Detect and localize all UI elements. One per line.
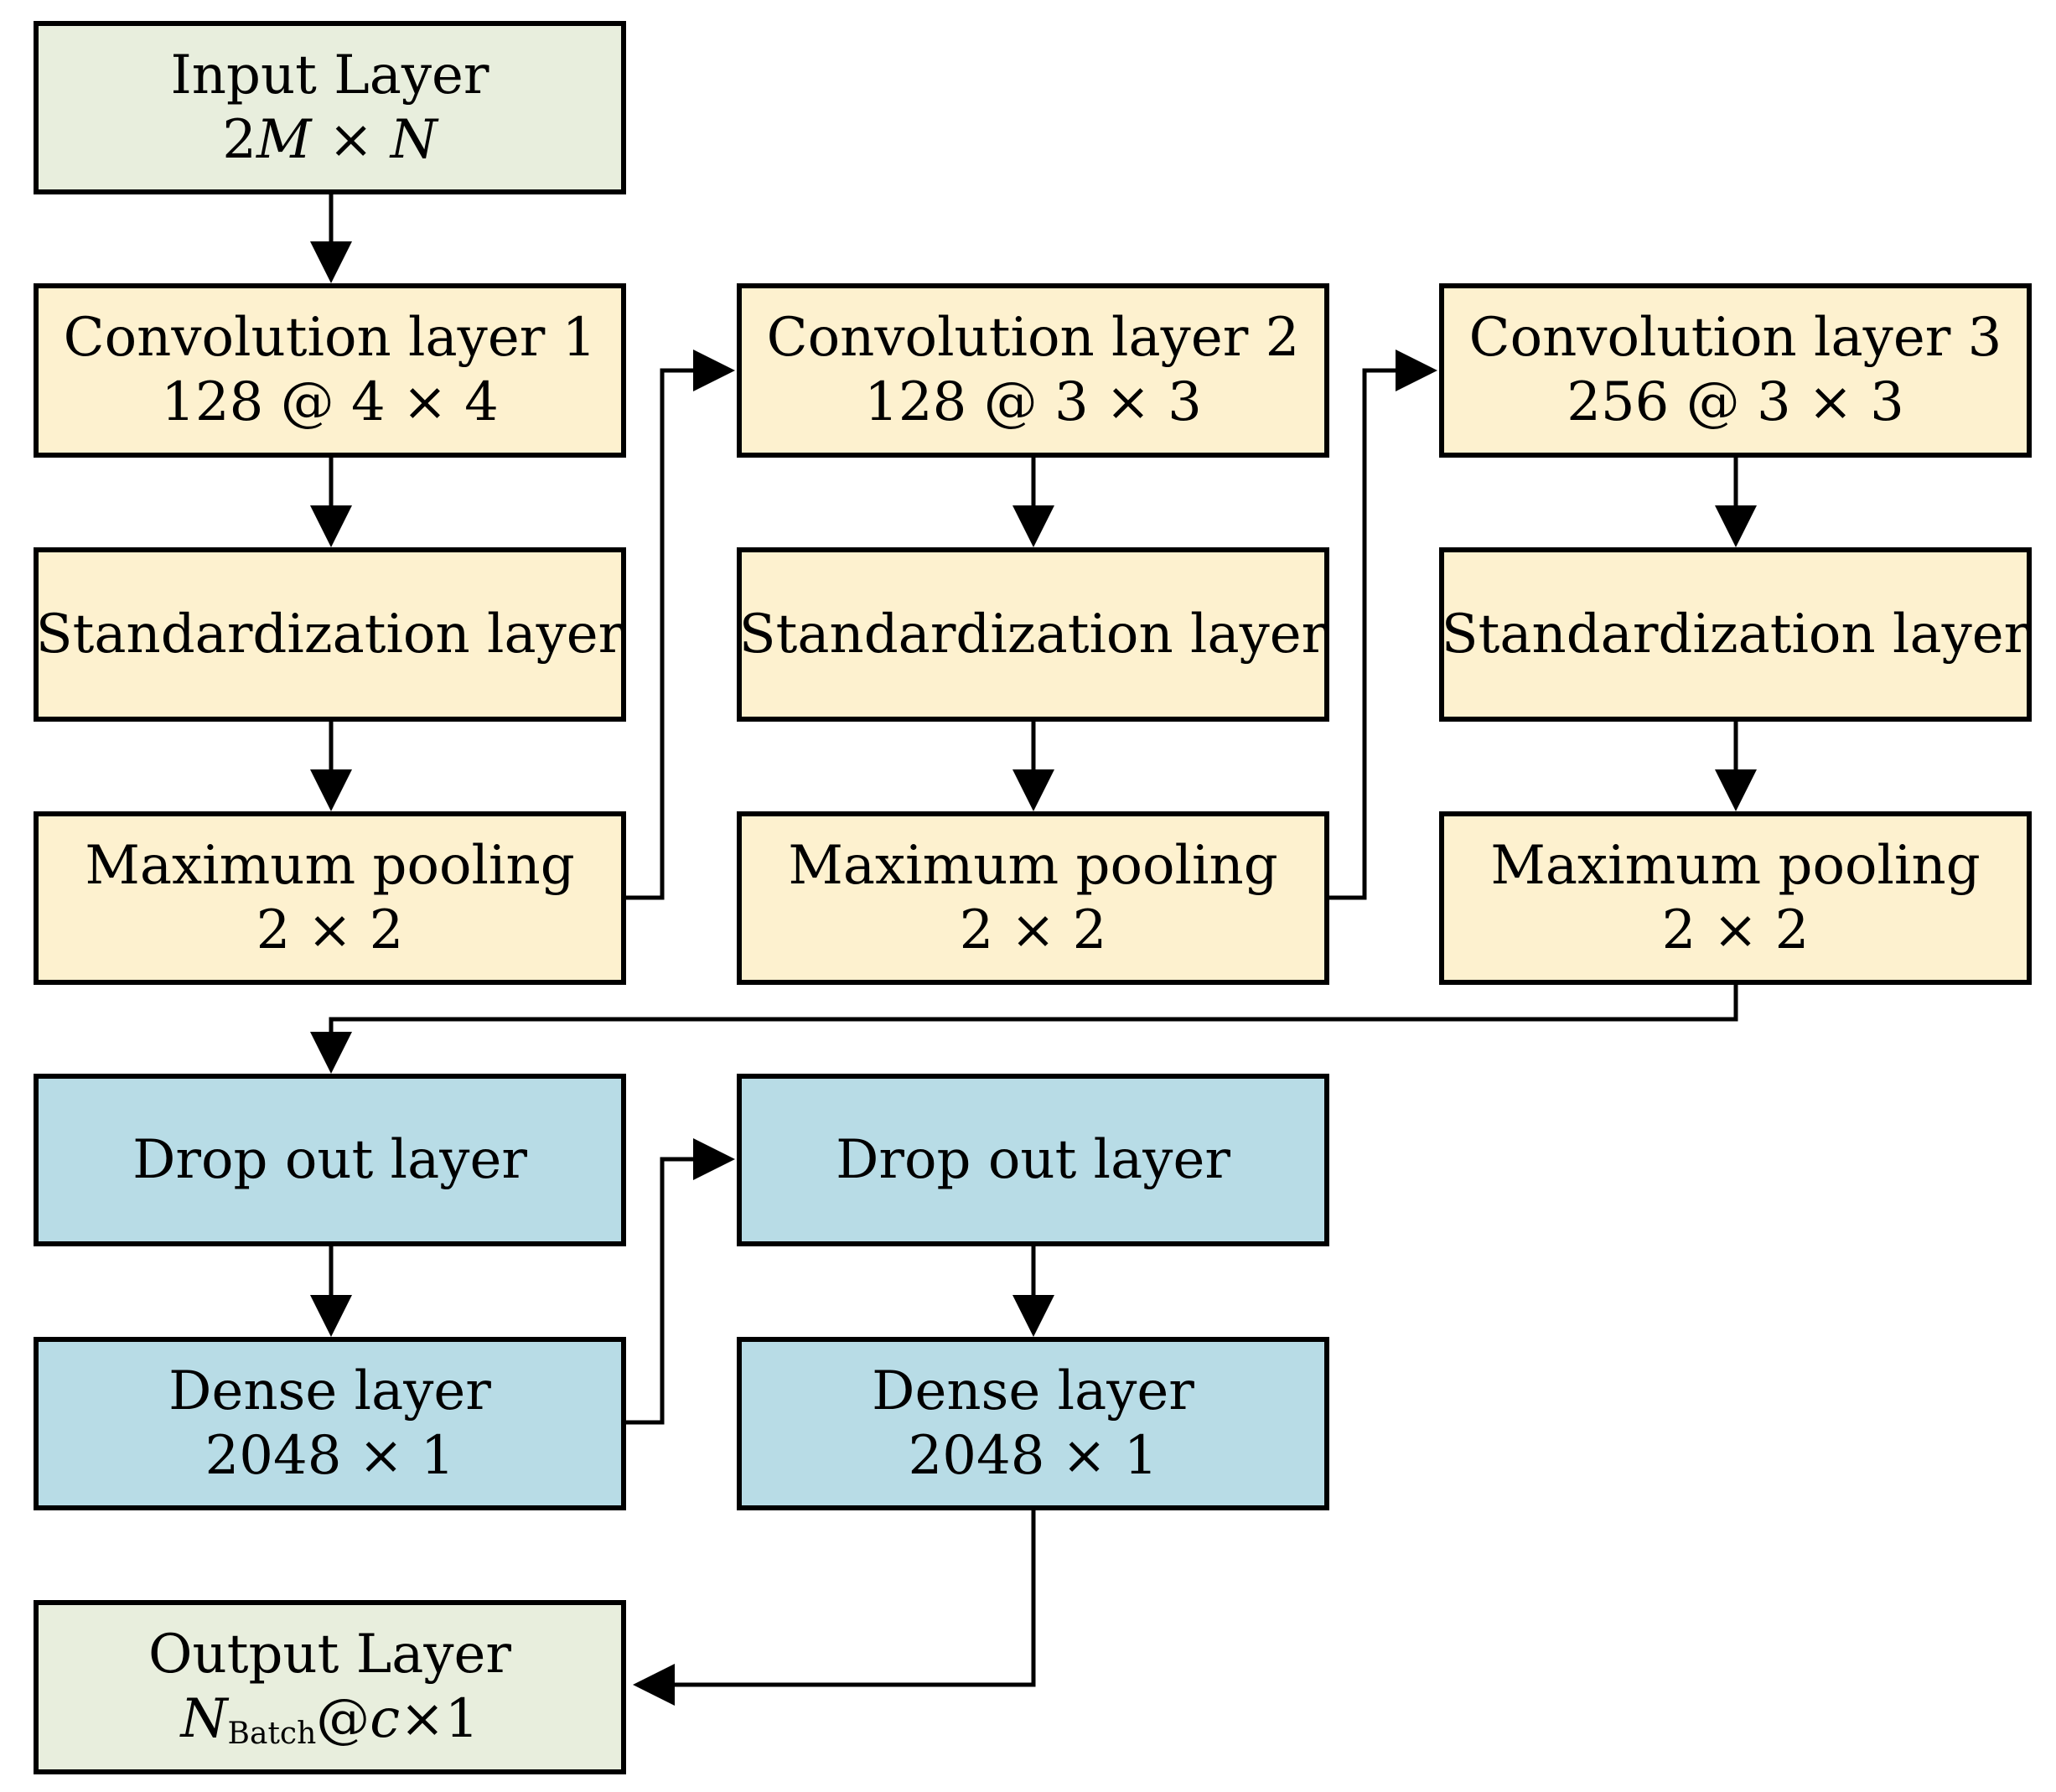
dense-layer-2-title: Dense layer — [872, 1360, 1194, 1422]
arrow-pool2-to-conv3 — [1327, 350, 1437, 900]
dropout-layer-1-title: Drop out layer — [132, 1128, 527, 1191]
standardization-layer-2-title: Standardization layer — [738, 603, 1328, 666]
arrow-pool1-to-conv2 — [624, 350, 735, 900]
max-pooling-1-box: Maximum pooling 2 × 2 — [34, 811, 626, 985]
max-pooling-3-spec: 2 × 2 — [1661, 899, 1810, 961]
dense-layer-1-spec: 2048 × 1 — [205, 1424, 455, 1487]
conv-layer-2-box: Convolution layer 2 128 @ 3 × 3 — [737, 283, 1329, 458]
output-layer-box: Output Layer NBatch@c×1 — [34, 1600, 626, 1774]
conv-layer-3-title: Convolution layer 3 — [1468, 307, 2002, 370]
max-pooling-2-title: Maximum pooling — [788, 834, 1278, 897]
max-pooling-1-spec: 2 × 2 — [256, 899, 404, 961]
conv-layer-1-spec: 128 @ 4 × 4 — [161, 371, 499, 433]
dense-layer-2-spec: 2048 × 1 — [908, 1424, 1158, 1487]
conv-layer-1-title: Convolution layer 1 — [63, 307, 597, 370]
conv-layer-3-spec: 256 @ 3 × 3 — [1567, 371, 1904, 433]
output-layer-spec: NBatch@c×1 — [180, 1687, 479, 1751]
max-pooling-2-spec: 2 × 2 — [959, 899, 1107, 961]
dense-layer-1-box: Dense layer 2048 × 1 — [34, 1337, 626, 1510]
standardization-layer-3-box: Standardization layer — [1439, 547, 2032, 722]
standardization-layer-1-title: Standardization layer — [35, 603, 624, 666]
dropout-layer-1-box: Drop out layer — [34, 1074, 626, 1246]
standardization-layer-3-title: Standardization layer — [1441, 603, 2030, 666]
input-layer-dims: 2M × N — [222, 108, 438, 171]
dropout-layer-2-title: Drop out layer — [836, 1128, 1230, 1191]
arrow-dense1-to-dropout2 — [624, 1138, 735, 1425]
dropout-layer-2-box: Drop out layer — [737, 1074, 1329, 1246]
output-layer-title: Output Layer — [148, 1624, 511, 1686]
arrow-dense2-to-output — [633, 1509, 1036, 1706]
dense-layer-1-title: Dense layer — [168, 1360, 491, 1422]
input-layer-box: Input Layer 2M × N — [34, 21, 626, 194]
max-pooling-2-box: Maximum pooling 2 × 2 — [737, 811, 1329, 985]
max-pooling-3-box: Maximum pooling 2 × 2 — [1439, 811, 2032, 985]
standardization-layer-1-box: Standardization layer — [34, 547, 626, 722]
arrow-pool3-to-dropout1 — [310, 982, 1738, 1074]
max-pooling-3-title: Maximum pooling — [1490, 834, 1981, 897]
standardization-layer-2-box: Standardization layer — [737, 547, 1329, 722]
conv-layer-2-spec: 128 @ 3 × 3 — [864, 371, 1202, 433]
conv-layer-3-box: Convolution layer 3 256 @ 3 × 3 — [1439, 283, 2032, 458]
conv-layer-2-title: Convolution layer 2 — [766, 307, 1300, 370]
conv-layer-1-box: Convolution layer 1 128 @ 4 × 4 — [34, 283, 626, 458]
input-layer-title: Input Layer — [170, 44, 489, 106]
dense-layer-2-box: Dense layer 2048 × 1 — [737, 1337, 1329, 1510]
max-pooling-1-title: Maximum pooling — [85, 834, 575, 897]
